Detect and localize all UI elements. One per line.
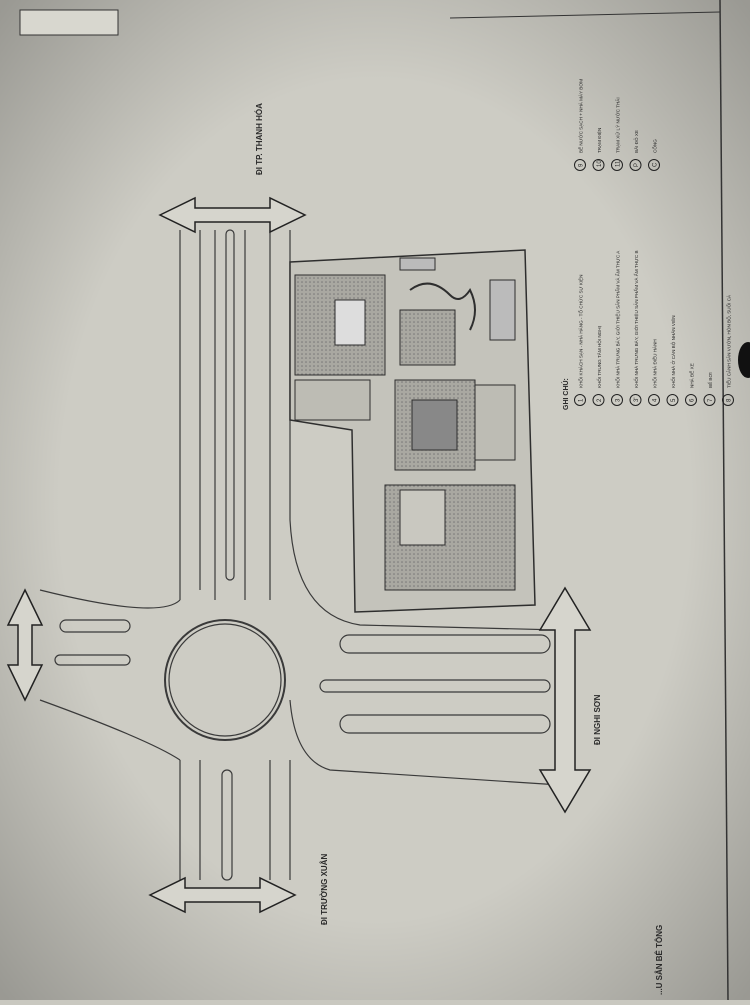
legend-number: 8: [727, 398, 733, 402]
legend-number-circle: [629, 159, 642, 171]
hotel-block: [294, 274, 386, 376]
legend-label: CỔNG: [652, 139, 658, 153]
legend-number: 7: [708, 398, 714, 402]
legend-number-circle: [574, 394, 586, 406]
pool-area: [394, 379, 476, 471]
legend-number: 5: [671, 398, 677, 402]
conference-block: [384, 484, 516, 591]
legend-item: 11 TRẠM XỬ LÝ NƯỚC THẢI: [611, 97, 623, 171]
legend-number: C: [653, 162, 659, 167]
legend-number-circle: [722, 394, 734, 406]
screen-edge-shadow: [738, 342, 750, 378]
legend-label: KHỐI TRUNG TÂM HỘI NGHỊ: [596, 326, 602, 388]
legend: GHI CHÚ: 1 KHỐI KHÁCH SẠN - NHÀ HÀNG - TỔ…: [561, 79, 734, 410]
legend-item: 3' KHỐI NHÀ TRƯNG BÀY, GIỚI THIỆU SẢN PHẨ…: [629, 250, 642, 406]
legend-label: TRẠM XỬ LÝ NƯỚC THẢI: [615, 97, 621, 153]
legend-label: BỂ BƠI: [707, 372, 713, 388]
legend-number-circle: [611, 394, 623, 406]
legend-label: KHỐI NHÀ Ở CÁN BỘ NHÂN VIÊN: [669, 315, 676, 388]
legend-label: KHỐI NHÀ TRƯNG BÀY, GIỚI THIỆU SẢN PHẨM …: [614, 250, 621, 388]
direction-label-east: ĐI NGHI SƠN: [593, 694, 602, 745]
legend-number: 4: [653, 398, 659, 402]
legend-number: 2: [597, 398, 603, 402]
legend-number: 3': [634, 398, 640, 402]
legend-item: 7 BỂ BƠI: [703, 372, 716, 406]
legend-item: 3 KHỐI NHÀ TRƯNG BÀY, GIỚI THIỆU SẢN PHẨM…: [611, 250, 623, 406]
legend-label: TIỂU CẢNH SÂN VƯỜN, HÒN BỘ, SUỐI CÁ: [726, 294, 732, 388]
legend-number: 9: [579, 163, 585, 167]
legend-label: KHỐI NHÀ TRƯNG BÀY, GIỚI THIỆU SẢN PHẨM …: [632, 250, 639, 388]
legend-number-circle: [648, 159, 660, 171]
legend-item: C CỔNG: [648, 139, 660, 171]
legend-number-circle: [703, 394, 716, 406]
legend-label: BÃI ĐỖ XE: [633, 130, 639, 153]
legend-number: 1: [579, 398, 585, 402]
legend-label: KHỐI NHÀ ĐIỀU HÀNH: [652, 339, 658, 388]
direction-arrows: [6, 196, 592, 914]
legend-item: 4 KHỐI NHÀ ĐIỀU HÀNH: [648, 339, 660, 406]
legend-number-circle: [611, 159, 623, 171]
legend-item: P BÃI ĐỖ XE: [629, 130, 642, 171]
sheet-frame: [19, 0, 729, 1001]
legend-number-circle: [574, 159, 586, 171]
legend-item: 9 BỂ NƯỚC SẠCH + NHÀ MÁY BƠM: [574, 79, 586, 171]
legend-item: 8 TIỂU CẢNH SÂN VƯỜN, HÒN BỘ, SUỐI CÁ: [722, 294, 734, 406]
legend-label: NHÀ ĐỂ XE: [689, 363, 695, 388]
legend-item: 10 TRẠM ĐIỆN: [592, 128, 605, 171]
legend-title: GHI CHÚ:: [561, 378, 570, 410]
legend-number-circle: [685, 394, 697, 406]
legend-item: 5 KHỐI NHÀ Ở CÁN BỘ NHÂN VIÊN: [666, 315, 679, 406]
direction-label-south: ĐI TRƯỜNG XUÂN: [320, 854, 329, 925]
legend-number-circle: [648, 394, 660, 406]
site-boundary: [289, 249, 536, 613]
pavement-note-title: ...U SÂN BÊ TÔNG: [655, 925, 664, 995]
legend-number-circle: [629, 394, 642, 406]
legend-number-circle: [592, 159, 605, 171]
roads: [39, 229, 561, 881]
legend-item: 1 KHỐI KHÁCH SẠN - NHÀ HÀNG - TỔ CHỨC SỰ …: [574, 275, 586, 406]
legend-number: P: [634, 163, 640, 167]
direction-label-north: ĐI TP. THANH HÓA: [255, 103, 264, 175]
legend-number: 3: [616, 398, 622, 402]
legend-number: 11: [616, 160, 622, 167]
legend-label: BỂ NƯỚC SẠCH + NHÀ MÁY BƠM: [578, 79, 584, 153]
legend-number: 6: [690, 398, 696, 402]
legend-number-circle: [592, 394, 605, 406]
legend-label: KHỐI KHÁCH SẠN - NHÀ HÀNG - TỔ CHỨC SỰ K…: [577, 275, 584, 388]
legend-item: 6 NHÀ ĐỂ XE: [685, 363, 697, 406]
legend-item: 2 KHỐI TRUNG TÂM HỘI NGHỊ: [592, 326, 605, 406]
legend-label: TRẠM ĐIỆN: [595, 128, 602, 153]
legend-number: 10: [597, 160, 603, 167]
legend-number-circle: [666, 394, 679, 406]
